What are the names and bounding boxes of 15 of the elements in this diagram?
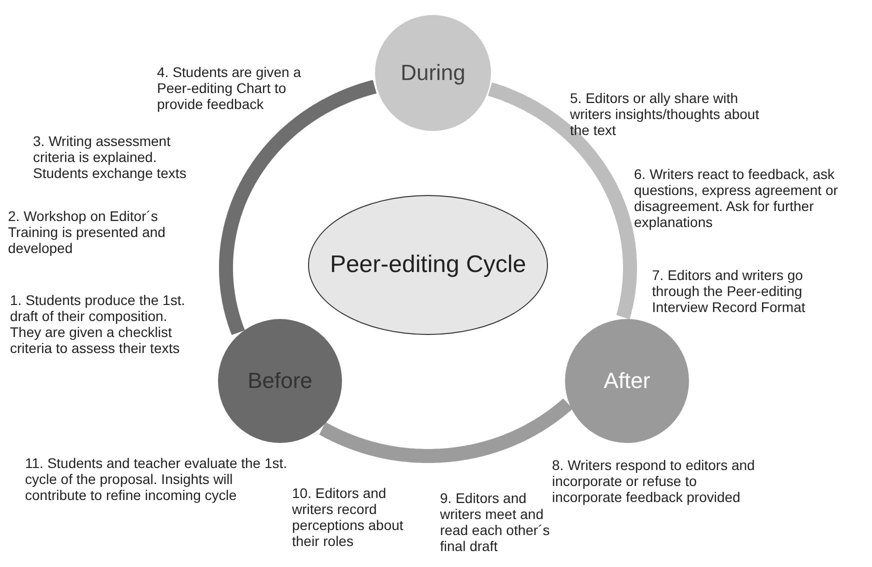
step-note: 1. Students produce the 1st. draft of their composition. They are given a checklist criteria to assess their texts — [10, 292, 186, 356]
step-note: 11. Students and teacher evaluate the 1st. cycle of the proposal. Insights will contribute to refine incoming cycle — [25, 455, 288, 503]
step-note: 8. Writers respond to editors and incorporate or refuse to incorporate feedback provided — [552, 457, 756, 505]
step-note: 5. Editors or ally share with writers insights/thoughts about the text — [570, 90, 760, 138]
stage-circle: During — [375, 15, 491, 131]
step-note: 7. Editors and writers go through the Peer-editing Interview Record Format — [652, 267, 806, 315]
step-note: 3. Writing assessment criteria is explained. Students exchange texts — [33, 133, 188, 181]
title-ellipse: Peer-editing Cycle — [308, 195, 548, 335]
step-note: 2. Workshop on Editor´s Training is presented and developed — [8, 208, 166, 256]
step-note: 10. Editors and writers record perceptions about their roles — [292, 485, 404, 549]
step-note: 9. Editors and writers meet and read each other´s final draft — [440, 490, 550, 554]
stage-circle: Before — [218, 319, 342, 443]
step-note: 6. Writers react to feedback, ask questions, express agreement or disagreement. Ask for further explanations — [634, 166, 839, 230]
step-note: 4. Students are given a Peer-editing Chart to provide feedback — [157, 64, 302, 112]
stage-circle: After — [565, 319, 689, 443]
